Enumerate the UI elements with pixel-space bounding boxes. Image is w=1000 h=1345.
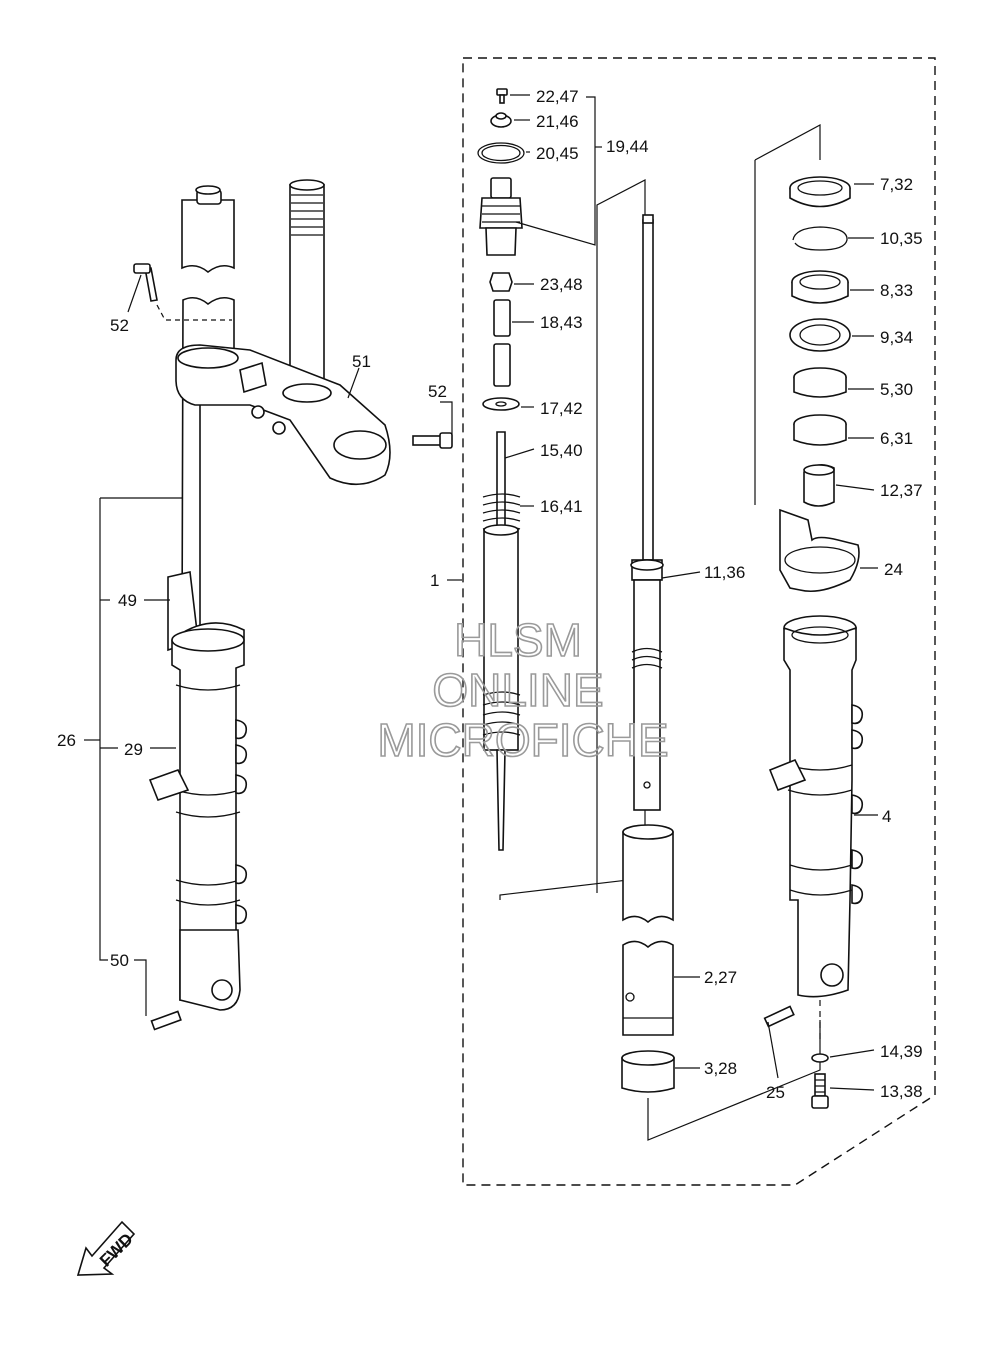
- callout-23-48: 23,48: [540, 275, 583, 294]
- watermark-line-3: MICROFICHE: [377, 714, 668, 766]
- callout-17-42: 17,42: [540, 399, 583, 418]
- callout-10-35: 10,35: [880, 229, 923, 248]
- callout-6-31: 6,31: [880, 429, 913, 448]
- callout-4: 4: [882, 807, 891, 826]
- callout-18-43: 18,43: [540, 313, 583, 332]
- watermark-line-1: HLSM: [454, 614, 582, 666]
- fwd-arrow-icon: FWD: [76, 1220, 137, 1276]
- callout-8-33: 8,33: [880, 281, 913, 300]
- callout-20-45: 20,45: [536, 144, 579, 163]
- callout-14-39: 14,39: [880, 1042, 923, 1061]
- callout-52-left: 52: [110, 316, 129, 335]
- watermark: HLSM ONLINE MICROFICHE: [377, 613, 670, 767]
- callout-49: 49: [118, 591, 137, 610]
- callout-24: 24: [884, 560, 903, 579]
- callout-5-30: 5,30: [880, 380, 913, 399]
- callout-26: 26: [57, 731, 76, 750]
- callout-15-40: 15,40: [540, 441, 583, 460]
- callout-7-32: 7,32: [880, 175, 913, 194]
- inner-tube-11: [621, 214, 821, 1141]
- callout-51: 51: [352, 352, 371, 371]
- callout-12-37: 12,37: [880, 481, 923, 500]
- callout-25: 25: [766, 1083, 785, 1102]
- leader-lines: [84, 94, 878, 1091]
- callout-1: 1: [430, 571, 439, 590]
- callout-11-36: 11,36: [704, 563, 745, 582]
- outer-tube-stack: [754, 123, 864, 1109]
- callout-labels: 22,47 21,46 20,45 19,44 23,48 18,43 17,4…: [57, 87, 923, 1102]
- callout-13-38: 13,38: [880, 1082, 923, 1101]
- callout-29: 29: [124, 740, 143, 759]
- damper-assembly: [477, 88, 646, 900]
- callout-19-44: 19,44: [606, 137, 649, 156]
- callout-50: 50: [110, 951, 129, 970]
- callout-22-47: 22,47: [536, 87, 579, 106]
- watermark-line-2: ONLINE: [432, 664, 603, 716]
- callout-52-right: 52: [428, 382, 447, 401]
- assembly-1-boundary: [462, 57, 936, 1186]
- callout-21-46: 21,46: [536, 112, 579, 131]
- assembled-fork: [133, 179, 453, 1031]
- callout-2-27: 2,27: [704, 968, 737, 987]
- callout-16-41: 16,41: [540, 497, 583, 516]
- callout-3-28: 3,28: [704, 1059, 737, 1078]
- callout-9-34: 9,34: [880, 328, 913, 347]
